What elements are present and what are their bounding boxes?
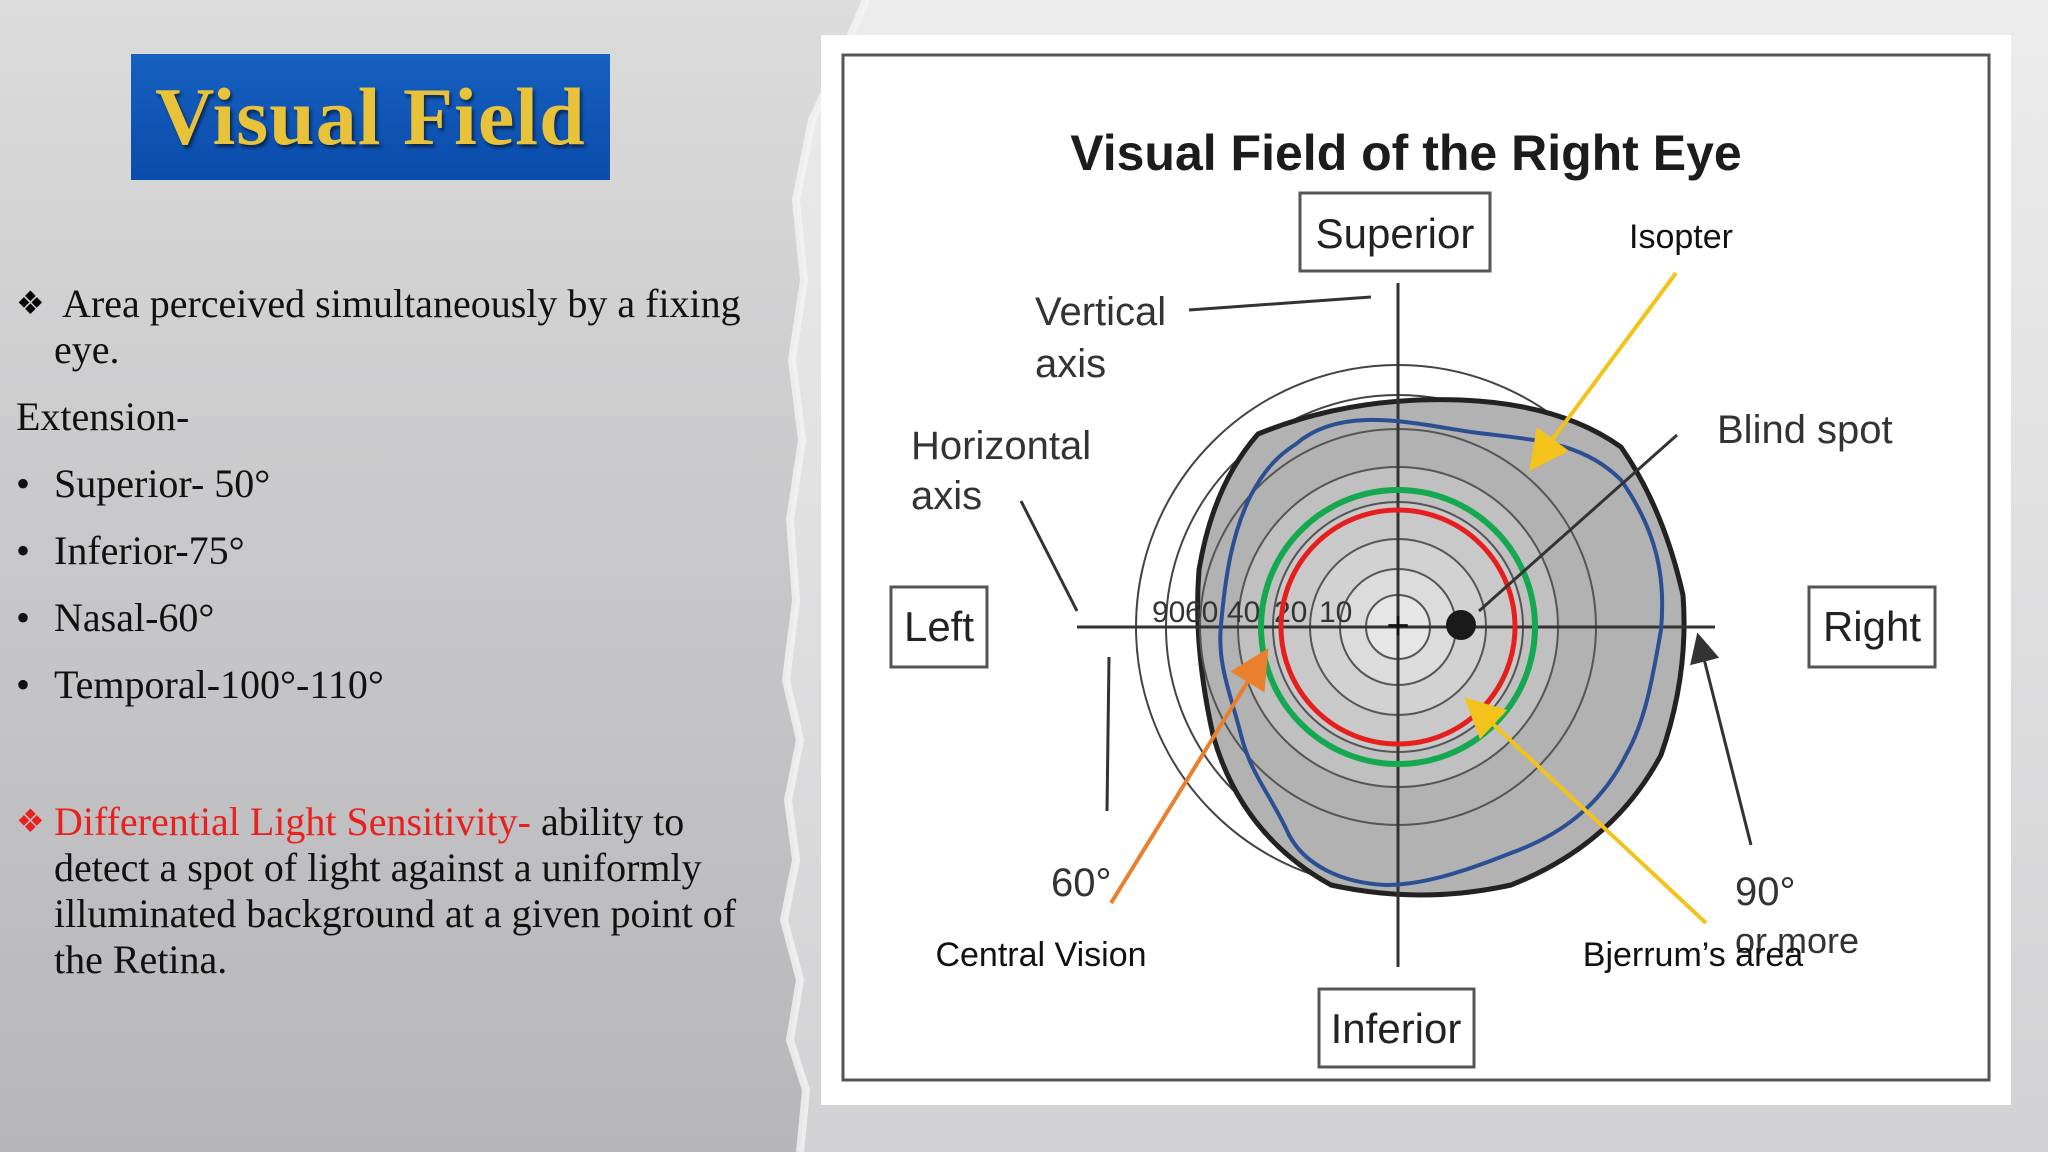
isopter-line bbox=[1218, 418, 1665, 888]
extension-temporal: Temporal-100°-110° bbox=[54, 662, 384, 707]
scale-label-40: 40 bbox=[1227, 596, 1260, 629]
left-label: Left bbox=[904, 603, 974, 650]
horizontal-axis-label-1: Horizontal bbox=[911, 424, 1091, 468]
pointer-90-degrees bbox=[1690, 632, 1753, 846]
list-bullet-icon: • bbox=[16, 528, 31, 573]
bjerrum-label: Bjerrum’s area bbox=[1583, 936, 1804, 974]
inferior-box bbox=[1317, 987, 1476, 1069]
central-vision-label: Central Vision bbox=[935, 936, 1146, 974]
definition-line-2: eye. bbox=[54, 327, 120, 372]
blind-spot-label: Blind spot bbox=[1717, 408, 1893, 452]
central-vision-arrow bbox=[1109, 647, 1269, 905]
bjerrum-area-ring bbox=[1278, 507, 1518, 747]
isopter-arrow bbox=[1529, 271, 1678, 472]
list-bullet-icon: • bbox=[16, 595, 31, 640]
right-label: Right bbox=[1823, 603, 1921, 650]
label-90-degrees: 90° bbox=[1735, 870, 1796, 914]
diamond-bullet-icon: ❖ bbox=[16, 285, 45, 321]
dls-line-2: detect a spot of light against a uniform… bbox=[54, 845, 702, 890]
slide-title: Visual Field bbox=[155, 71, 586, 162]
vertical-axis-label-1: Vertical bbox=[1035, 290, 1166, 334]
extension-superior: Superior- 50° bbox=[54, 461, 271, 506]
scale-label-60: 60 bbox=[1185, 596, 1218, 629]
slide-title-banner: Visual Field bbox=[131, 54, 610, 180]
list-bullet-icon: • bbox=[16, 461, 31, 506]
isopter-label: Isopter bbox=[1629, 218, 1733, 256]
label-or-more: or more bbox=[1735, 920, 1859, 961]
dls-line-1-rest: ability to bbox=[530, 799, 685, 844]
dls-line-3: illuminated background at a given point … bbox=[54, 891, 737, 936]
vertical-axis-label-2: axis bbox=[1035, 342, 1106, 386]
extension-nasal: Nasal-60° bbox=[54, 595, 215, 640]
superior-box bbox=[1298, 191, 1492, 273]
dls-line-4: the Retina. bbox=[54, 937, 228, 982]
visual-field-diagram-panel: Visual Field of the Right Eye + 90 60 40… bbox=[821, 35, 2011, 1105]
horizontal-axis-pointer bbox=[1019, 500, 1079, 612]
dls-line-1: Differential Light Sensitivity- ability … bbox=[54, 799, 684, 845]
pointer-60-degrees bbox=[1105, 656, 1111, 812]
dls-term: Differential Light Sensitivity- bbox=[54, 799, 531, 844]
visual-field-diagram: Visual Field of the Right Eye + 90 60 40… bbox=[841, 53, 1991, 1082]
extension-label: Extension- bbox=[16, 394, 190, 439]
list-bullet-icon: • bbox=[16, 662, 31, 707]
fixation-plus-icon: + bbox=[1386, 604, 1409, 648]
horizontal-axis-label-2: axis bbox=[911, 474, 982, 518]
bjerrum-arrow bbox=[1464, 697, 1708, 925]
extension-inferior: Inferior-75° bbox=[54, 528, 245, 573]
blind-spot-dot bbox=[1446, 610, 1476, 640]
scale-label-90: 90 bbox=[1152, 596, 1185, 629]
vertical-axis-pointer bbox=[1188, 295, 1372, 312]
central-vision-ring bbox=[1258, 487, 1538, 767]
diagram-title: Visual Field of the Right Eye bbox=[1070, 125, 1741, 181]
label-60-degrees: 60° bbox=[1051, 861, 1112, 905]
diagram-frame bbox=[841, 53, 1991, 1082]
blind-spot-pointer bbox=[1478, 433, 1678, 613]
diamond-bullet-icon: ❖ bbox=[16, 803, 45, 839]
definition-line-1: Area perceived simultaneously by a fixin… bbox=[62, 281, 741, 326]
inferior-label: Inferior bbox=[1331, 1005, 1462, 1052]
scale-label-10: 10 bbox=[1319, 596, 1352, 629]
superior-label: Superior bbox=[1316, 210, 1475, 257]
left-box bbox=[889, 585, 989, 669]
right-box bbox=[1807, 585, 1937, 669]
